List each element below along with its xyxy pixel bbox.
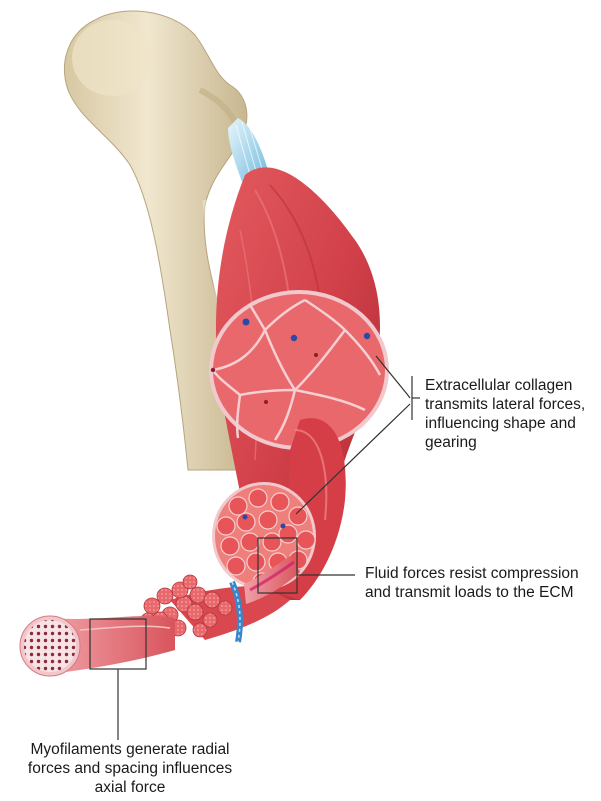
myofilaments-label: Myofilaments generate radial forces and … (0, 740, 260, 797)
myo-label-line: Myofilaments generate radial (0, 740, 260, 759)
collagen-label-line: gearing (425, 433, 585, 452)
collagen-label-line: transmits lateral forces, (425, 395, 585, 414)
fluid-label-line: Fluid forces resist compression (365, 564, 579, 583)
fluid-label-line: and transmit loads to the ECM (365, 583, 579, 602)
myofibril (20, 616, 175, 676)
myo-label-line: axial force (0, 778, 260, 797)
collagen-label: Extracellular collagen transmits lateral… (425, 376, 585, 452)
collagen-label-line: influencing shape and (425, 414, 585, 433)
collagen-label-line: Extracellular collagen (425, 376, 585, 395)
fluid-forces-label: Fluid forces resist compression and tran… (365, 564, 579, 602)
myo-label-line: forces and spacing influences (0, 759, 260, 778)
